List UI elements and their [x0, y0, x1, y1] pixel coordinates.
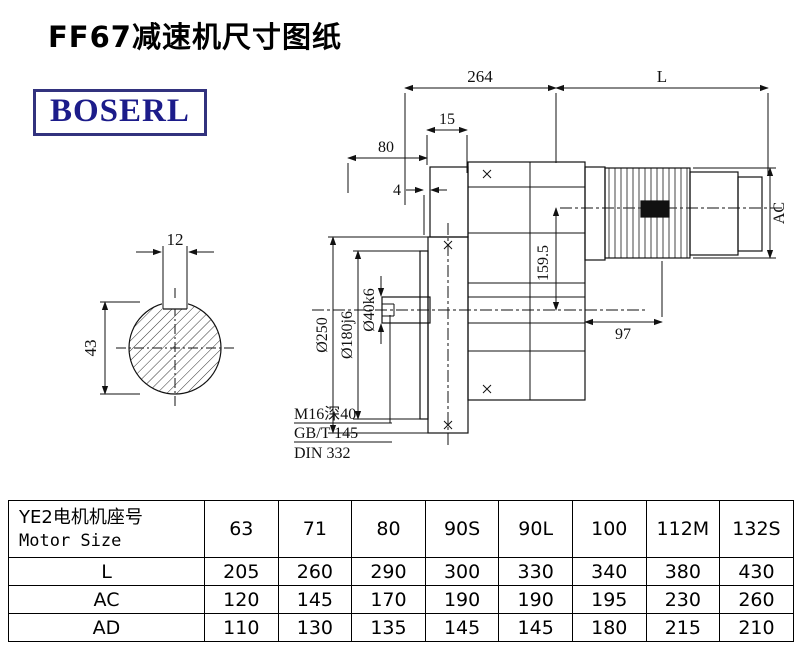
value-L-90s: 300	[424, 557, 500, 586]
value-AD-132s: 210	[719, 613, 794, 642]
table-row-AC: AC 120 145 170 190 190 195 230 260	[8, 585, 794, 614]
value-L-63: 205	[204, 557, 279, 586]
size-header-132s: 132S	[719, 500, 794, 558]
value-AC-112m: 230	[645, 585, 721, 614]
row-label-AD: AD	[8, 613, 205, 642]
value-AD-112m: 215	[645, 613, 721, 642]
dim-264-label: 264	[467, 67, 493, 86]
dim-80-label: 80	[378, 139, 394, 156]
value-AC-132s: 260	[719, 585, 794, 614]
dimension-lines	[100, 84, 776, 443]
size-header-71: 71	[277, 500, 353, 558]
dimension-drawing: 264 L 15 80 4 AC 159.5 97 Ø250 Ø180j6 Ø4…	[81, 67, 788, 462]
page-title: FF67减速机尺寸图纸	[48, 20, 342, 54]
value-AC-100: 195	[571, 585, 647, 614]
dim-4-label: 4	[393, 182, 401, 199]
value-AD-90s: 145	[424, 613, 500, 642]
dim-43-label: 43	[81, 340, 100, 357]
dim-159-5-label: 159.5	[535, 245, 552, 281]
dim-d250-label: Ø250	[314, 317, 331, 353]
value-AC-71: 145	[277, 585, 353, 614]
row-label-L: L	[8, 557, 205, 586]
value-L-132s: 430	[719, 557, 794, 586]
size-header-112m: 112M	[645, 500, 721, 558]
table-row-AD: AD 110 130 135 145 145 180 215 210	[8, 613, 794, 642]
table-header-row: YE2电机机座号 Motor Size 63 71 80 90S 90L 100…	[8, 500, 794, 558]
value-AD-63: 110	[204, 613, 279, 642]
dim-15-label: 15	[439, 111, 455, 128]
motor-size-label-cn: YE2电机机座号	[19, 507, 143, 529]
value-L-100: 340	[571, 557, 647, 586]
size-header-100: 100	[571, 500, 647, 558]
value-L-71: 260	[277, 557, 353, 586]
size-header-80: 80	[351, 500, 426, 558]
shaft-section	[128, 298, 222, 395]
value-AD-80: 135	[351, 613, 426, 642]
motor-outline	[584, 166, 763, 261]
table-row-L: L 205 260 290 300 330 340 380 430	[8, 557, 794, 586]
note-m16-depth: M16深40	[294, 405, 356, 423]
note-gbt-145: GB/T 145	[294, 425, 358, 442]
row-label-AC: AC	[8, 585, 205, 614]
value-L-90l: 330	[498, 557, 573, 586]
note-din-332: DIN 332	[294, 445, 350, 462]
size-header-63: 63	[204, 500, 279, 558]
value-AC-90l: 190	[498, 585, 573, 614]
value-AC-90s: 190	[424, 585, 500, 614]
dim-AC-label: AC	[771, 202, 788, 224]
value-L-112m: 380	[645, 557, 721, 586]
dim-d40-label: Ø40k6	[361, 288, 378, 332]
brand-logo-text: BOSERL	[50, 93, 190, 129]
motor-size-label-en: Motor Size	[19, 530, 122, 551]
size-header-90s: 90S	[424, 500, 500, 558]
dim-97-label: 97	[615, 326, 631, 343]
value-L-80: 290	[351, 557, 426, 586]
motor-size-header-cell: YE2电机机座号 Motor Size	[8, 500, 205, 558]
dim-12-label: 12	[167, 230, 184, 249]
motor-size-table: YE2电机机座号 Motor Size 63 71 80 90S 90L 100…	[8, 500, 794, 642]
value-AC-80: 170	[351, 585, 426, 614]
value-AC-63: 120	[204, 585, 279, 614]
value-AD-71: 130	[277, 613, 353, 642]
gearbox-outline	[381, 161, 586, 434]
dim-L-label: L	[657, 67, 667, 86]
brand-logo: BOSERL	[33, 89, 207, 136]
dim-d180-label: Ø180j6	[339, 311, 356, 359]
value-AD-90l: 145	[498, 613, 573, 642]
value-AD-100: 180	[571, 613, 647, 642]
size-header-90l: 90L	[498, 500, 573, 558]
